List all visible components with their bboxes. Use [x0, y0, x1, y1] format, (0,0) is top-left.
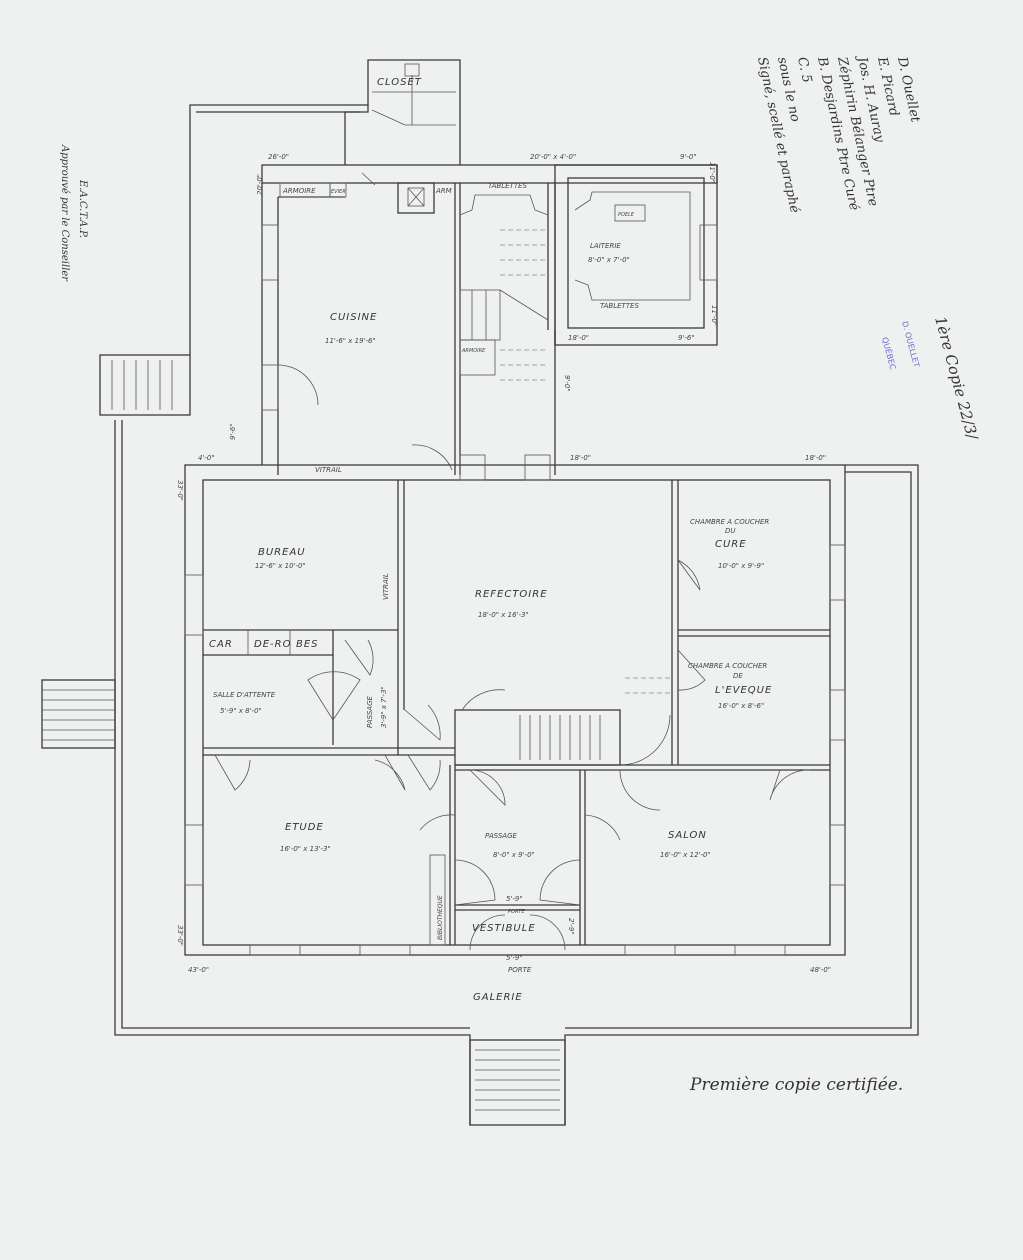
dim-16: 33'-0" — [176, 925, 184, 946]
label-bureau: BUREAU — [258, 547, 306, 558]
stamp-line: QUÉBEC — [880, 336, 899, 371]
label-tablettes-top: TABLETTES — [488, 182, 528, 190]
label-salle-attente-dim: 5'-9" x 8'-0" — [220, 707, 262, 715]
label-vestibule: VESTIBULE — [472, 923, 536, 934]
label-galerie: GALERIE — [473, 992, 523, 1003]
label-garderobes-2: DE-RO — [254, 639, 291, 650]
dim-9: 9'-0" — [563, 375, 571, 392]
dim-3: 20'-0" x 4'-0" — [530, 153, 576, 161]
dim-17: 5'-9" — [506, 895, 523, 903]
stairs-front — [469, 1039, 566, 1126]
label-laiterie: LAITERIE — [590, 242, 621, 250]
certified-copy-note: Première copie certifiée. — [689, 1075, 903, 1095]
dim-11: 4'-0" — [198, 454, 215, 462]
dim-13: 33'-0" — [176, 480, 184, 501]
label-refectoire: REFECTOIRE — [475, 589, 548, 600]
left-note: Approuvé par le Conseiller E.A.C.T.A.P. — [59, 144, 88, 282]
left-note-line: E.A.C.T.A.P. — [77, 179, 88, 238]
label-armoire: ARMOIRE — [282, 187, 316, 195]
dim-19: 2'-9" — [567, 918, 575, 935]
label-salon: SALON — [668, 830, 707, 841]
label-passage: PASSAGE — [485, 832, 518, 840]
label-chambre-eveque-3: L'EVEQUE — [715, 685, 772, 696]
dim-kitchen-side: 9'-6" — [229, 423, 237, 440]
signature-line: C. 5 — [794, 56, 814, 85]
label-vitrail-top: VITRAIL — [315, 466, 342, 474]
dim-7: 9'-6" — [678, 334, 695, 342]
label-etude: ETUDE — [285, 822, 324, 833]
dim-4: 9'-0" — [680, 153, 697, 161]
stairs-left-upper — [99, 354, 191, 416]
label-bureau-dim: 12'-6" x 10'-0" — [255, 562, 306, 570]
label-chambre-cure-dim: 10'-0" x 9'-9" — [718, 562, 764, 570]
label-closet: CLOSET — [377, 77, 422, 88]
stamp: D. OUELLET QUÉBEC — [880, 320, 921, 371]
label-poele: POELE — [618, 212, 635, 218]
label-tablettes-bottom: TABLETTES — [600, 302, 640, 310]
label-garderobes-1: CAR — [209, 639, 233, 650]
dim-12: 18'-0" — [805, 454, 826, 462]
signature-block: Signé, scellé et paraphé sous le no C. 5… — [754, 53, 982, 443]
label-arm: ARM — [435, 187, 452, 195]
label-etude-dim: 16'-0" x 13'-3" — [280, 845, 331, 853]
label-chambre-eveque-2: DE — [733, 672, 743, 680]
label-evier: EVIER — [331, 189, 346, 195]
label-laiterie-dim: 8'-0" x 7'-0" — [588, 256, 630, 264]
dim-14: 43'-0" — [188, 966, 209, 974]
dim-1: 26'-0" — [268, 153, 289, 161]
label-chambre-cure-1: CHAMBRE A COUCHER — [690, 518, 769, 526]
dim-18: 5'-9" — [506, 954, 523, 962]
label-chambre-cure-3: CURE — [715, 539, 747, 550]
label-cuisine: CUISINE — [330, 312, 377, 323]
main-house-walls — [184, 224, 846, 956]
label-armoire2: ARMOIRE — [461, 348, 486, 354]
dim-6: 18'-0" — [568, 334, 589, 342]
closet-outline — [344, 59, 461, 165]
laiterie-walls — [554, 164, 718, 346]
label-salle-attente: SALLE D'ATTENTE — [213, 691, 276, 699]
label-salon-dim: 16'-0" x 12'-0" — [660, 851, 711, 859]
label-cuisine-dim: 11'-6" x 19'-6" — [325, 337, 376, 345]
label-chambre-eveque-1: CHAMBRE A COUCHER — [688, 662, 767, 670]
dim-10: 18'-0" — [570, 454, 591, 462]
label-garderobes-3: BES — [296, 639, 319, 650]
label-passage-small: PASSAGE — [366, 695, 374, 728]
label-chambre-eveque-dim: 16'-0" x 8'-6" — [718, 702, 764, 710]
label-chambre-cure-2: DU — [725, 527, 736, 535]
dim-15: 48'-0" — [810, 966, 831, 974]
stairs-left-lower — [41, 679, 116, 749]
label-refectoire-dim: 18'-0" x 16'-3" — [478, 611, 529, 619]
copy-note: 1ère Copie 22/3/ — [931, 314, 982, 443]
left-note-line: Approuvé par le Conseiller — [59, 144, 70, 282]
label-porte-inner: PORTE — [508, 909, 525, 915]
label-vitrail-side: VITRAIL — [382, 573, 390, 600]
dim-2: 20'-0" — [256, 174, 264, 195]
dim-8: 11'-0" — [710, 305, 718, 326]
label-passage-dim: 8'-0" x 9'-0" — [493, 851, 535, 859]
label-porte: PORTE — [508, 966, 532, 974]
label-bibliotheque: BIBLIOTHEQUE — [437, 895, 444, 940]
dim-5: 11'-0" — [708, 162, 716, 183]
stamp-line: D. OUELLET — [900, 320, 921, 368]
label-passage-small-dim: 3'-9" x 7'-3" — [380, 686, 388, 728]
